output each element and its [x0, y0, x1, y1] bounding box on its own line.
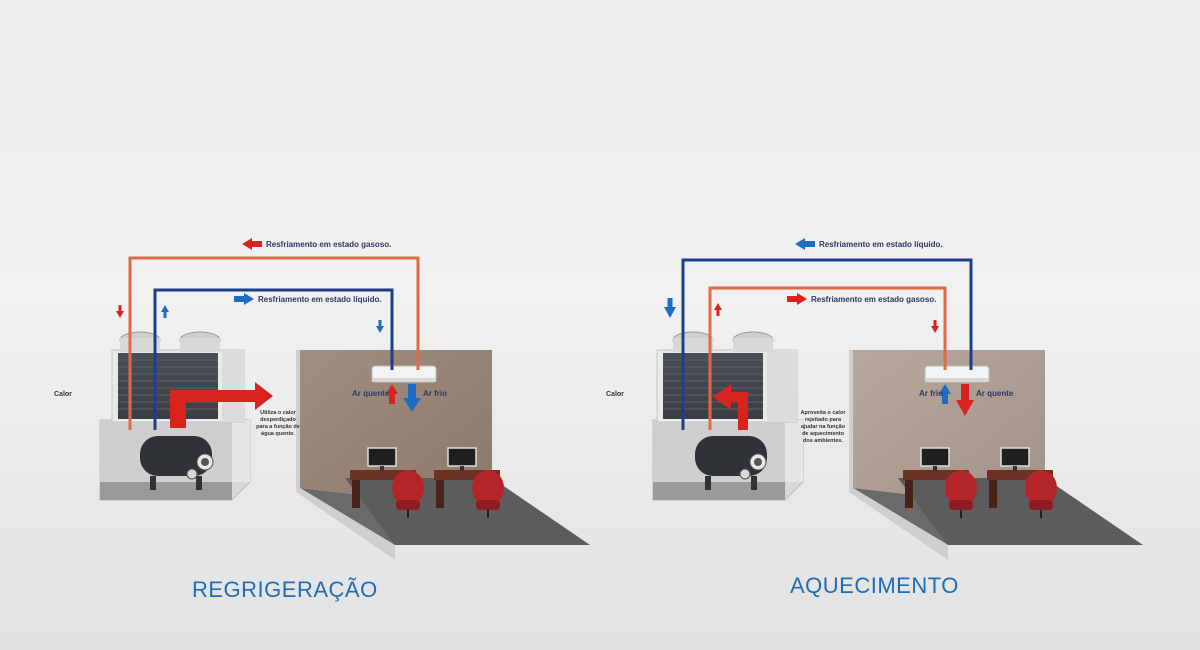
cold-liquid-pipe	[681, 258, 973, 430]
heating-panel: Resfriamento em estado líquido. Resfriam…	[553, 0, 1153, 650]
heat-label: Calor	[54, 391, 72, 398]
heat-output-arrow-icon	[170, 382, 273, 428]
hot-gas-pipe	[128, 256, 420, 430]
arrow-down-blue-icon	[376, 320, 384, 333]
indoor-ac-unit	[924, 365, 990, 383]
hot-gas-pipe	[708, 286, 947, 430]
indoor-ac-unit	[371, 365, 437, 383]
arrow-up-blue-icon	[161, 305, 169, 318]
flow-label-mid: Resfriamento em estado líquido.	[258, 295, 382, 304]
flow-arrows	[116, 238, 384, 333]
arrow-left-blue-icon	[795, 238, 815, 250]
air-label-right: Ar quente	[976, 389, 1014, 398]
water-heater-tank	[695, 436, 767, 490]
refrigerant-pipes	[681, 258, 973, 430]
arrow-up-red-icon	[714, 303, 722, 316]
warm-air-up-arrow-icon	[386, 384, 398, 404]
mode-title-cooling: REGRIGERAÇÃO	[192, 577, 378, 602]
warm-air-down-arrow-icon	[956, 384, 974, 416]
arrow-down-red-icon	[931, 320, 939, 333]
water-heater-tank	[140, 436, 214, 490]
heating-diagram	[652, 238, 1143, 560]
flow-label-mid: Resfriamento em estado gasoso.	[811, 295, 937, 304]
arrow-left-red-icon	[242, 238, 262, 250]
condensing-unit	[111, 331, 245, 423]
cooling-diagram	[99, 238, 590, 560]
heat-return-arrow-icon	[713, 384, 748, 430]
flow-label-top: Resfriamento em estado líquido.	[819, 240, 943, 249]
office-room	[296, 350, 590, 560]
condensing-unit	[656, 331, 798, 423]
air-label-left: Ar frio	[919, 389, 943, 398]
arrow-down-blue-icon	[664, 298, 676, 318]
flow-label-top: Resfriamento em estado gasoso.	[266, 240, 392, 249]
refrigerant-pipes	[128, 256, 420, 430]
air-label-right: Ar frio	[423, 389, 447, 398]
flow-arrows	[664, 238, 939, 333]
arrow-down-red-icon	[116, 305, 124, 318]
air-label-left: Ar quente	[352, 389, 390, 398]
cooling-note: Utiliza o calor desperdiçado para a funç…	[256, 410, 300, 437]
cold-air-down-arrow-icon	[403, 384, 421, 412]
heating-note: Aproveita o calor rejeitado para ajudar …	[800, 410, 846, 444]
cooling-panel: Resfriamento em estado gasoso. Resfriame…	[54, 238, 590, 602]
cold-air-up-arrow-icon	[939, 384, 951, 404]
arrow-right-blue-icon	[234, 293, 254, 305]
office-room	[849, 350, 1143, 560]
cold-liquid-pipe	[153, 288, 394, 430]
mode-title-heating: AQUECIMENTO	[790, 573, 959, 598]
heat-label: Calor	[606, 391, 624, 398]
arrow-right-red-icon	[787, 293, 807, 305]
